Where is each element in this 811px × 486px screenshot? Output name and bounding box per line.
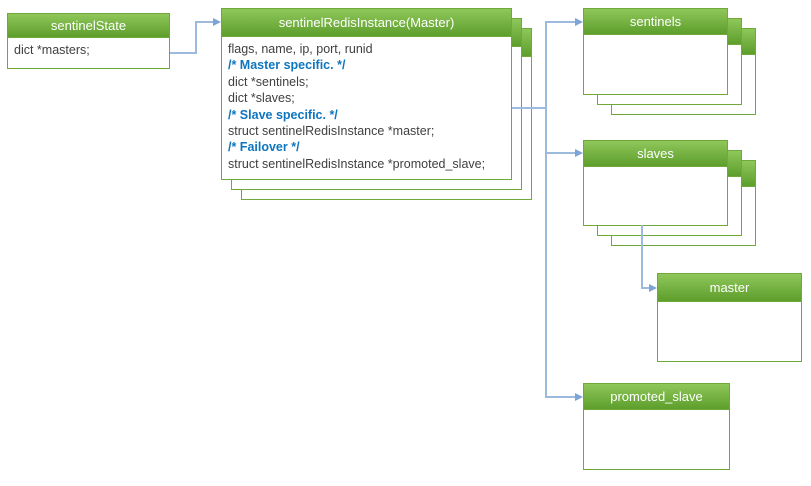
edge-state-to-instance-hseg2 [195, 21, 213, 23]
node-sentinel-state: sentinelState dict *masters; [7, 13, 170, 69]
field-line: dict *sentinels; [228, 74, 309, 89]
node-sentinel-redis-instance-title: sentinelRedisInstance(Master) [222, 9, 511, 37]
edge-instance-out-hseg [512, 107, 547, 109]
node-sentinel-redis-instance: sentinelRedisInstance(Master) flags, nam… [221, 8, 512, 180]
edge-to-promoted-slave-arrowhead-icon [575, 393, 583, 401]
node-sentinel-state-body: dict *masters; [8, 38, 169, 58]
node-sentinels: sentinels [583, 8, 728, 95]
node-slaves-title: slaves [584, 141, 727, 167]
node-promoted-slave-title: promoted_slave [584, 384, 729, 410]
edge-state-to-instance-arrowhead-icon [213, 18, 221, 26]
field-line: dict *masters; [14, 43, 90, 57]
node-slaves-body [584, 167, 727, 171]
node-sentinel-state-title: sentinelState [8, 14, 169, 38]
node-master-body [658, 302, 801, 306]
edge-to-sentinels-arrowhead-icon [575, 18, 583, 26]
field-line: struct sentinelRedisInstance *promoted_s… [228, 156, 486, 171]
node-sentinels-title: sentinels [584, 9, 727, 35]
field-line: flags, name, ip, port, runid [228, 42, 373, 56]
node-promoted-slave-body [584, 410, 729, 414]
node-master-title: master [658, 274, 801, 302]
edge-slaves-to-master-arrowhead-icon [649, 284, 657, 292]
edge-to-slaves-arrowhead-icon [575, 149, 583, 157]
edge-state-to-instance-hseg1 [170, 52, 197, 54]
field-line: dict *slaves; [228, 91, 295, 106]
node-slaves: slaves [583, 140, 728, 226]
field-line: /* Master specific. */ [228, 58, 346, 73]
field-line: /* Failover */ [228, 140, 300, 155]
field-line: struct sentinelRedisInstance *master; [228, 124, 435, 139]
edge-to-promoted-slave-hseg [545, 396, 575, 398]
edge-slaves-to-master-hseg [641, 287, 650, 289]
edge-trunk-vseg [545, 21, 547, 398]
edge-slaves-to-master-vseg [641, 225, 643, 288]
edge-to-sentinels-hseg [545, 21, 575, 23]
node-master: master [657, 273, 802, 362]
node-sentinels-body [584, 35, 727, 39]
node-sentinel-redis-instance-body: flags, name, ip, port, runid /* Master sp… [222, 37, 511, 172]
edge-state-to-instance-vseg [195, 21, 197, 54]
node-promoted-slave: promoted_slave [583, 383, 730, 470]
field-line: /* Slave specific. */ [228, 107, 338, 122]
edge-to-slaves-hseg [545, 152, 575, 154]
